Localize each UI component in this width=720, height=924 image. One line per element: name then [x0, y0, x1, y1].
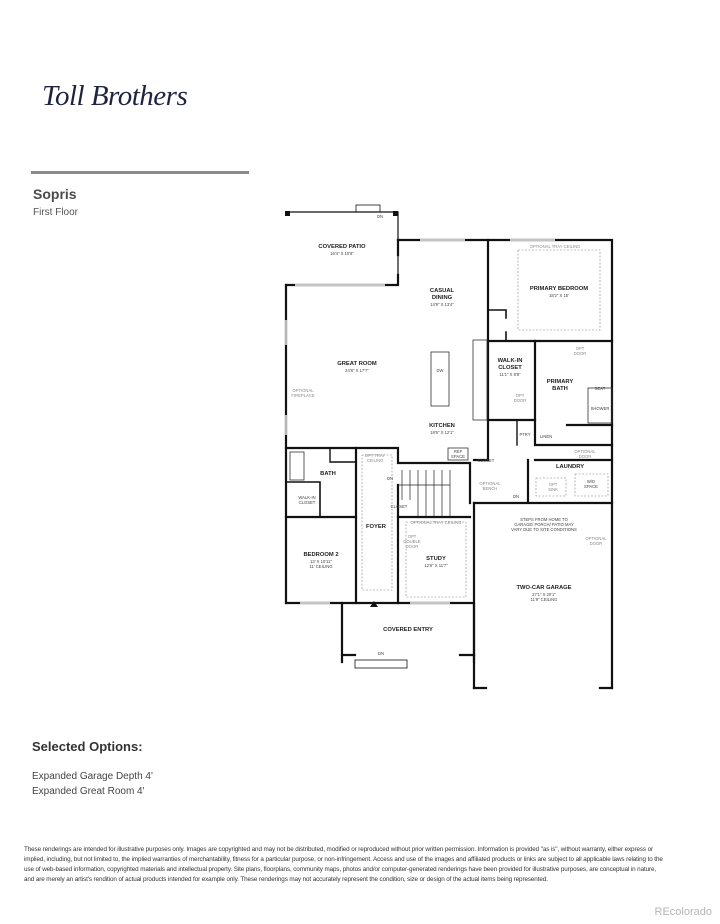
wd-label: W/D: [587, 479, 595, 484]
garage-dims: 27'1" X 20'1": [532, 592, 556, 597]
foyer-label: FOYER: [366, 524, 387, 530]
casual-dining-dims: 14'9" X 13'4": [430, 302, 454, 307]
foyer-tray-note-2: CEILING: [367, 458, 384, 463]
primary-bath-label-2: BATH: [552, 386, 568, 392]
garage-steps-note-2: GARAGE/ PORCH/ PATIO MAY: [514, 522, 574, 527]
seat-label: SEAT: [595, 386, 606, 391]
toll-brothers-logo: Toll Brothers: [42, 80, 188, 112]
bath-opt-door: OPT: [576, 346, 585, 351]
foyer-closet-label: CLOSET: [391, 504, 408, 509]
patio-dn-label: DN: [377, 214, 383, 219]
casual-dining-label-2: DINING: [432, 295, 453, 301]
garage-ceiling: 11'9" CEILING: [531, 597, 558, 602]
walk-in-closet-dims: 11'1" X 8'8": [499, 372, 521, 377]
selected-options-title: Selected Options:: [32, 739, 143, 754]
foyer-tray-note: OPT TRAY: [365, 453, 386, 458]
ref-space-label: SPACE: [451, 454, 465, 459]
study-tray-note: OPTIONAL TRAY CEILING: [411, 520, 462, 525]
covered-patio-dims: 16'4" X 10'8": [330, 251, 354, 256]
pantry-label: PTRY: [519, 432, 530, 437]
covered-patio-label: COVERED PATIO: [318, 244, 366, 250]
study-door-note-2: DOUBLE: [403, 539, 420, 544]
study-door-note-3: DOOR: [406, 544, 419, 549]
kitchen-dims: 18'6" X 12'1": [430, 430, 454, 435]
entry-dn-label: DN: [378, 651, 384, 656]
hall-closet-label: CLOSET: [478, 458, 495, 463]
recolorado-watermark: REcolorado: [654, 906, 712, 918]
garage-opt-door: OPTIONAL: [585, 536, 607, 541]
walk-in-closet-label: WALK-IN: [498, 358, 523, 364]
linen-label: LINEN: [540, 434, 552, 439]
garage-dn-label: DN: [513, 494, 519, 499]
plan-floor: First Floor: [33, 207, 78, 218]
selected-option-item: Expanded Garage Depth 4': [32, 771, 153, 782]
walk-in-closet-2-label: WALK-IN: [298, 495, 315, 500]
study-label: STUDY: [426, 556, 446, 562]
selected-option-item: Expanded Great Room 4': [32, 786, 145, 797]
garage-steps-note: STEPS FROM HOME TO: [520, 517, 569, 522]
great-room-label: GREAT ROOM: [337, 361, 377, 367]
walk-in-closet-label-2: CLOSET: [498, 365, 522, 371]
study-door-note: OPT: [408, 534, 417, 539]
bench-note: OPTIONAL: [479, 481, 501, 486]
covered-entry-label: COVERED ENTRY: [383, 627, 433, 633]
garage-steps-note-3: VARY DUE TO SITE CONDITIONS: [511, 527, 577, 532]
bedroom-2-ceiling: 11' CEILING: [309, 564, 332, 569]
opt-sink-2: SINK: [548, 487, 558, 492]
primary-bath-label: PRIMARY: [547, 379, 574, 385]
disclaimer-text: These renderings are intended for illust…: [24, 846, 663, 883]
primary-bedroom-dims: 18'2" X 15': [549, 293, 569, 298]
bedroom-2-label: BEDROOM 2: [303, 552, 338, 558]
bedroom-2-dims: 13' X 10'11": [310, 559, 332, 564]
opt-sink: OPT: [549, 482, 558, 487]
plan-name: Sopris: [33, 186, 77, 202]
wic-opt-door-2: DOOR: [514, 398, 527, 403]
selected-options-list: Expanded Garage Depth 4' Expanded Great …: [32, 769, 153, 799]
study-dims: 12'6" X 11'7": [424, 563, 448, 568]
casual-dining-label: CASUAL: [430, 288, 455, 294]
kitchen-label: KITCHEN: [429, 423, 455, 429]
wic-opt-door: OPT: [516, 393, 525, 398]
great-room-dims: 24'8" X 17'7": [345, 368, 369, 373]
primary-bedroom-label: PRIMARY BEDROOM: [530, 286, 588, 292]
ref-label: REF: [454, 449, 463, 454]
header-divider: [31, 171, 249, 174]
bath-label: BATH: [320, 471, 336, 477]
dishwasher-label: DW: [437, 368, 444, 373]
laundry-label: LAUNDRY: [556, 464, 584, 470]
laundry-opt-door: OPTIONAL: [574, 449, 596, 454]
fireplace-note-2: FIREPLACE: [291, 393, 314, 398]
garage-label: TWO-CAR GARAGE: [516, 585, 571, 591]
shower-label: SHOWER: [591, 406, 610, 411]
bath-opt-door-2: DOOR: [574, 351, 587, 356]
garage-opt-door-2: DOOR: [590, 541, 603, 546]
tray-ceiling-note: OPTIONAL TRAY CEILING: [530, 244, 581, 249]
bench-note-2: BENCH: [483, 486, 498, 491]
stairs-dn-label: DN: [387, 476, 393, 481]
laundry-opt-door-2: DOOR: [579, 454, 592, 459]
fireplace-note: OPTIONAL: [292, 388, 314, 393]
wd-space-label: SPACE: [584, 484, 598, 489]
walk-in-closet-2-label-2: CLOSET: [299, 500, 316, 505]
